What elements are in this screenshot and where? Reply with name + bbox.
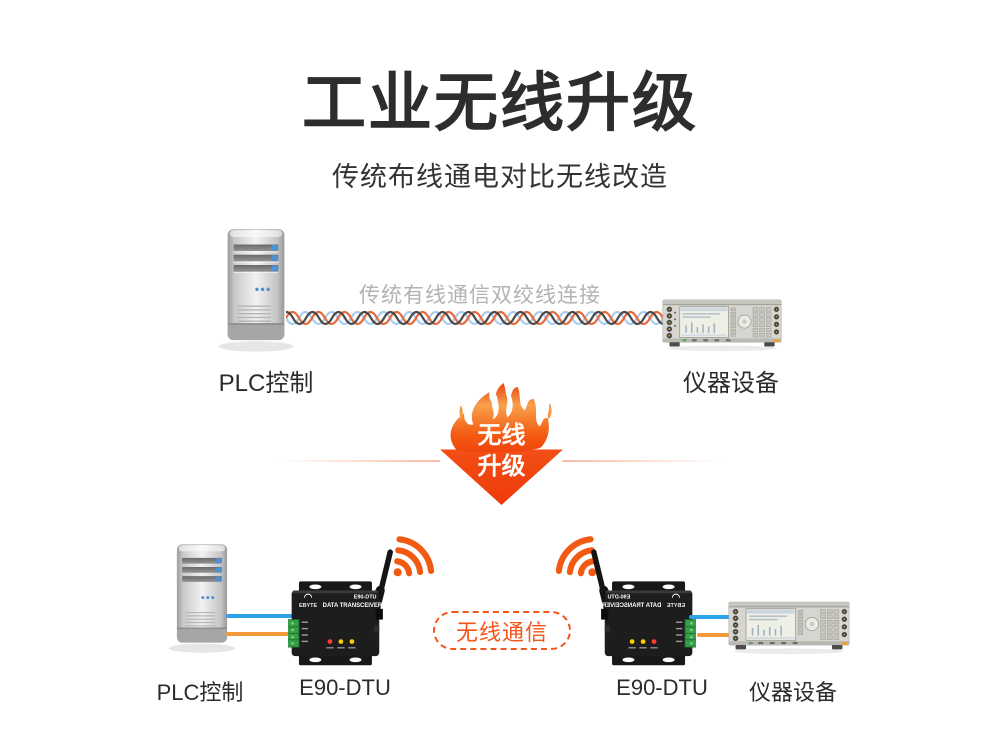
divider-line-left xyxy=(278,460,440,462)
wireless-plc-label: PLC控制 xyxy=(156,680,244,705)
device-brand-print: EBYTE xyxy=(666,603,685,609)
wire-orange-left xyxy=(226,632,292,636)
wireless-instrument-label: 仪器设备 xyxy=(748,680,838,705)
wifi-signal-icon xyxy=(393,536,435,577)
device-model-print: E90-DTU xyxy=(607,595,630,601)
wireless-dtu-right-label: E90-DTU xyxy=(616,675,708,700)
device-brand-print: EBYTE xyxy=(299,603,318,609)
wired-cable-caption: 传统有线通信双绞线连接 xyxy=(359,284,601,307)
wire-blue-left xyxy=(226,614,296,618)
instrument-icon xyxy=(728,601,850,655)
flame-down-arrow-icon xyxy=(440,383,563,505)
device-model-print: E90-DTU xyxy=(354,595,377,601)
plc-tower-icon xyxy=(218,229,294,352)
wired-instrument-label: 仪器设备 xyxy=(683,370,779,397)
upgrade-badge-line1: 无线 xyxy=(477,422,526,449)
e90-dtu-device-icon: E90-DTU EBYTE DATA TRANSCEIVER xyxy=(288,549,393,666)
down-arrow-shape xyxy=(440,425,563,505)
divider-line-right xyxy=(562,460,724,462)
upgrade-badge-line2: 升级 xyxy=(477,453,526,480)
wifi-signal-icon xyxy=(555,536,597,577)
twisted-pair-cable-icon xyxy=(286,310,668,326)
wireless-dtu-left-label: E90-DTU xyxy=(299,675,391,700)
wire-orange-right xyxy=(697,633,737,637)
device-product-print: DATA TRANSCEIVER xyxy=(601,603,661,609)
wire-blue-right xyxy=(689,615,737,619)
flame-shape xyxy=(450,383,549,453)
device-product-print: DATA TRANSCEIVER xyxy=(323,603,383,609)
page-subtitle: 传统布线通电对比无线改造 xyxy=(332,162,668,192)
upgrade-badge-text: 无线 升级 xyxy=(436,420,567,482)
wired-plc-label: PLC控制 xyxy=(218,370,314,397)
wireless-comm-pill: 无线通信 xyxy=(433,611,571,650)
e90-dtu-device-icon-mirrored: E90-DTU EBYTE DATA TRANSCEIVER xyxy=(591,549,696,666)
page-title: 工业无线升级 xyxy=(302,67,698,139)
wireless-comm-pill-label: 无线通信 xyxy=(455,619,548,645)
instrument-icon xyxy=(662,299,782,352)
plc-tower-icon xyxy=(168,544,236,653)
